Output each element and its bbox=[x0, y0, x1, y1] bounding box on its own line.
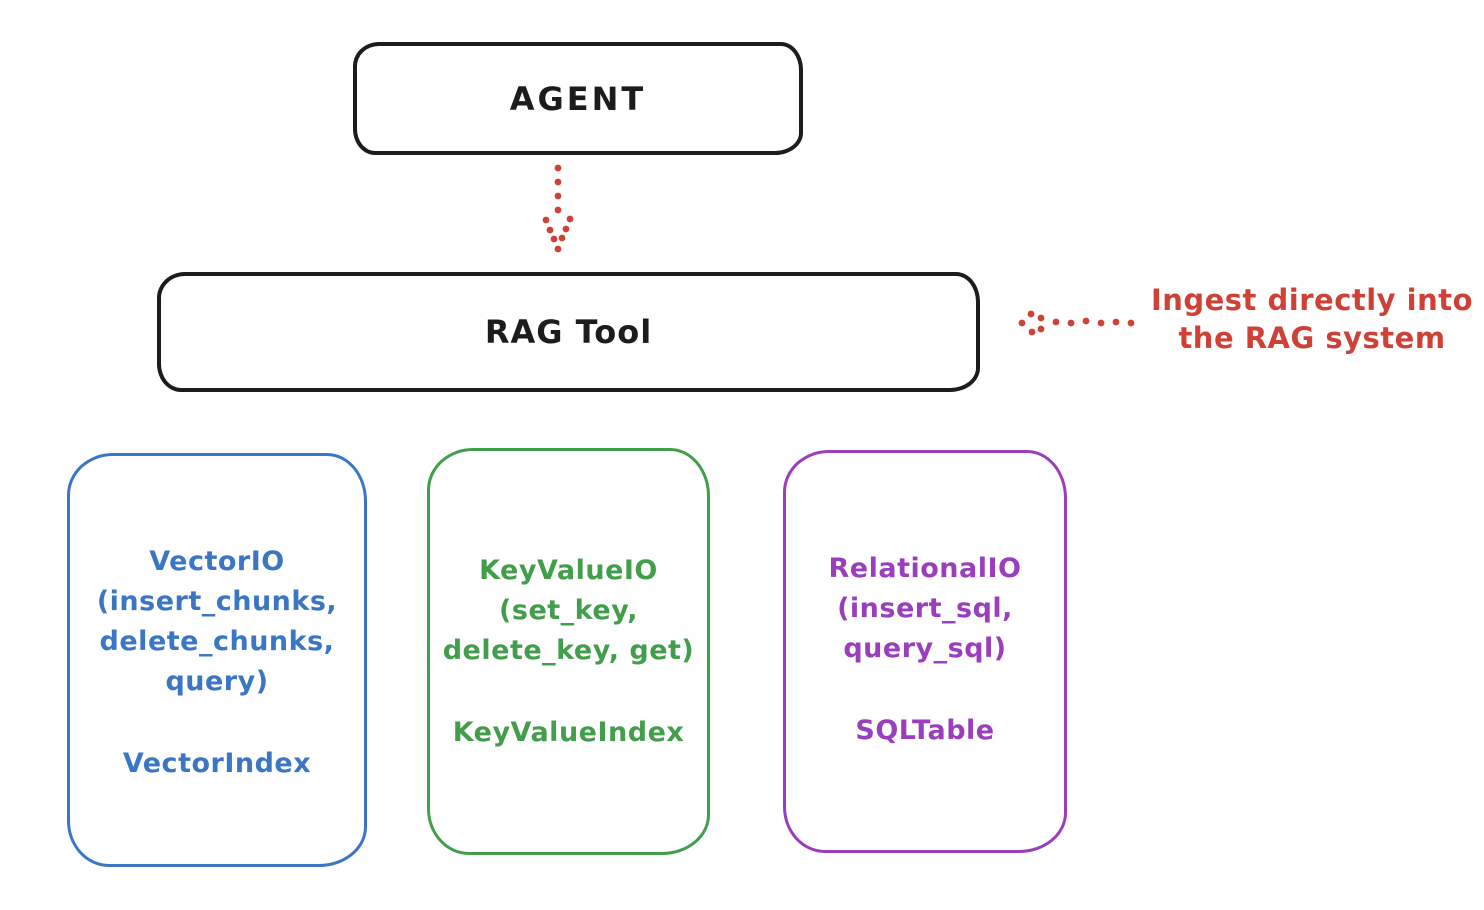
agent-node: AGENT bbox=[353, 42, 803, 155]
annotation-line-1: Ingest directly into bbox=[1150, 283, 1474, 317]
rag-tool-label: RAG Tool bbox=[484, 313, 653, 351]
relationalio-methods-line-1: (insert_sql, bbox=[837, 593, 1013, 624]
keyvalueio-methods-line-1: (set_key, bbox=[499, 595, 638, 626]
keyvalueio-index-label: KeyValueIndex bbox=[452, 717, 685, 748]
relationalio-title: RelationalIO bbox=[828, 553, 1022, 584]
vectorio-methods-line-3: query) bbox=[165, 666, 269, 697]
vectorio-methods-line-1: (insert_chunks, bbox=[96, 586, 338, 617]
relationalio-methods-line-2: query_sql) bbox=[843, 633, 1007, 664]
relationalio-node: RelationalIO (insert_sql, query_sql) SQL… bbox=[783, 450, 1067, 853]
agent-to-rag-arrow-icon bbox=[542, 164, 574, 253]
vectorio-index-label: VectorIndex bbox=[122, 748, 312, 779]
annotation-to-rag-arrow-icon bbox=[1018, 310, 1135, 336]
vectorio-title: VectorIO bbox=[149, 546, 285, 577]
rag-tool-node: RAG Tool bbox=[157, 272, 980, 392]
annotation-line-2: the RAG system bbox=[1178, 321, 1446, 355]
keyvalueio-methods-line-2: delete_key, get) bbox=[442, 635, 695, 666]
vectorio-node: VectorIO (insert_chunks, delete_chunks, … bbox=[67, 453, 367, 867]
agent-label: AGENT bbox=[509, 79, 647, 118]
keyvalueio-node: KeyValueIO (set_key, delete_key, get) Ke… bbox=[427, 448, 710, 855]
vectorio-methods-line-2: delete_chunks, bbox=[99, 626, 335, 657]
keyvalueio-title: KeyValueIO bbox=[479, 555, 658, 586]
annotation-text: Ingest directly into the RAG system bbox=[1140, 281, 1484, 357]
relationalio-index-label: SQLTable bbox=[855, 715, 995, 746]
